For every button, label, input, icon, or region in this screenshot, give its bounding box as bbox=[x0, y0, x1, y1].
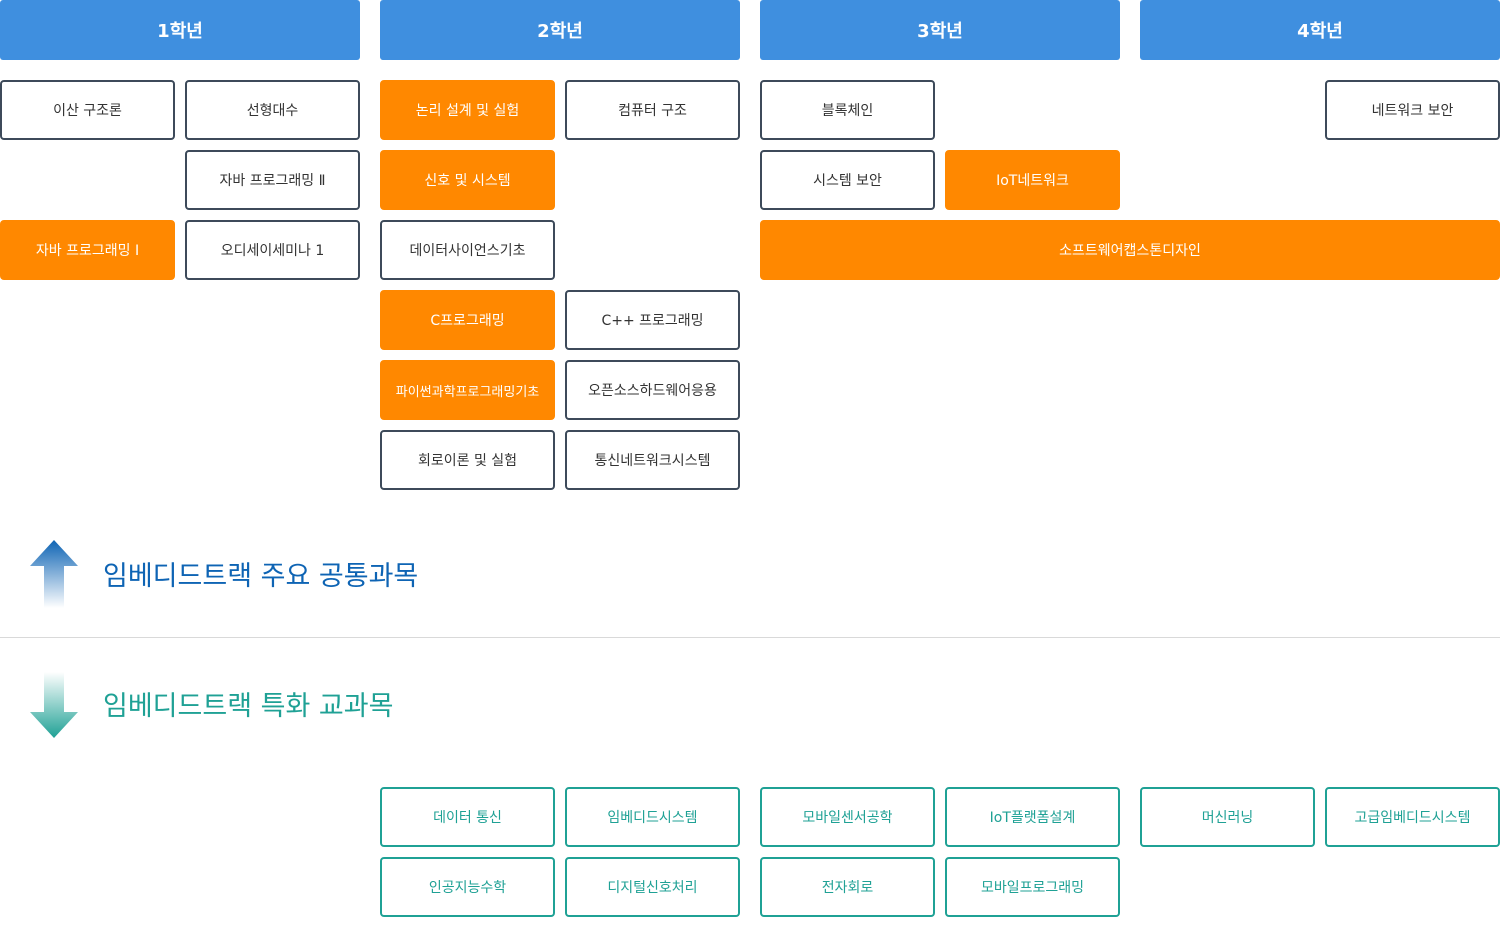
special-ai-math[interactable]: 인공지능수학 bbox=[380, 857, 555, 917]
course-java-2[interactable]: 자바 프로그래밍 Ⅱ bbox=[185, 150, 360, 210]
special-embedded-system[interactable]: 임베디드시스템 bbox=[565, 787, 740, 847]
course-iot-network[interactable]: IoT네트워크 bbox=[945, 150, 1120, 210]
special-mobile-programming[interactable]: 모바일프로그래밍 bbox=[945, 857, 1120, 917]
arrow-up-icon bbox=[30, 540, 78, 608]
course-cpp-programming[interactable]: C++ 프로그래밍 bbox=[565, 290, 740, 350]
course-network-security[interactable]: 네트워크 보안 bbox=[1325, 80, 1500, 140]
course-open-hardware[interactable]: 오픈소스하드웨어응용 bbox=[565, 360, 740, 420]
year-header-2: 2학년 bbox=[380, 0, 740, 60]
special-machine-learning[interactable]: 머신러닝 bbox=[1140, 787, 1315, 847]
course-discrete-math[interactable]: 이산 구조론 bbox=[0, 80, 175, 140]
course-linear-algebra[interactable]: 선형대수 bbox=[185, 80, 360, 140]
course-java-1[interactable]: 자바 프로그래밍 Ⅰ bbox=[0, 220, 175, 280]
special-iot-platform[interactable]: IoT플랫폼설계 bbox=[945, 787, 1120, 847]
course-odyssey-seminar[interactable]: 오디세이세미나 1 bbox=[185, 220, 360, 280]
special-mobile-sensor[interactable]: 모바일센서공학 bbox=[760, 787, 935, 847]
course-computer-architecture[interactable]: 컴퓨터 구조 bbox=[565, 80, 740, 140]
special-courses-title: 임베디드트랙 특화 교과목 bbox=[103, 691, 394, 722]
course-circuit-theory[interactable]: 회로이론 및 실험 bbox=[380, 430, 555, 490]
arrow-down-icon bbox=[30, 672, 78, 738]
year-header-4: 4학년 bbox=[1140, 0, 1500, 60]
course-capstone-design[interactable]: 소프트웨어캡스톤디자인 bbox=[760, 220, 1500, 280]
course-system-security[interactable]: 시스템 보안 bbox=[760, 150, 935, 210]
course-blockchain[interactable]: 블록체인 bbox=[760, 80, 935, 140]
course-data-science[interactable]: 데이터사이언스기초 bbox=[380, 220, 555, 280]
year-header-3: 3학년 bbox=[760, 0, 1120, 60]
year-header-1: 1학년 bbox=[0, 0, 360, 60]
special-dsp[interactable]: 디지털신호처리 bbox=[565, 857, 740, 917]
special-electronic-circuit[interactable]: 전자회로 bbox=[760, 857, 935, 917]
course-python[interactable]: 파이썬과학프로그래밍기초 bbox=[380, 360, 555, 420]
section-divider bbox=[0, 637, 1500, 638]
special-advanced-embedded[interactable]: 고급임베디드시스템 bbox=[1325, 787, 1500, 847]
course-signals-systems[interactable]: 신호 및 시스템 bbox=[380, 150, 555, 210]
course-logic-design[interactable]: 논리 설계 및 실험 bbox=[380, 80, 555, 140]
course-comm-network[interactable]: 통신네트워크시스템 bbox=[565, 430, 740, 490]
common-courses-title: 임베디드트랙 주요 공통과목 bbox=[103, 561, 419, 592]
course-c-programming[interactable]: C프로그래밍 bbox=[380, 290, 555, 350]
special-data-comm[interactable]: 데이터 통신 bbox=[380, 787, 555, 847]
